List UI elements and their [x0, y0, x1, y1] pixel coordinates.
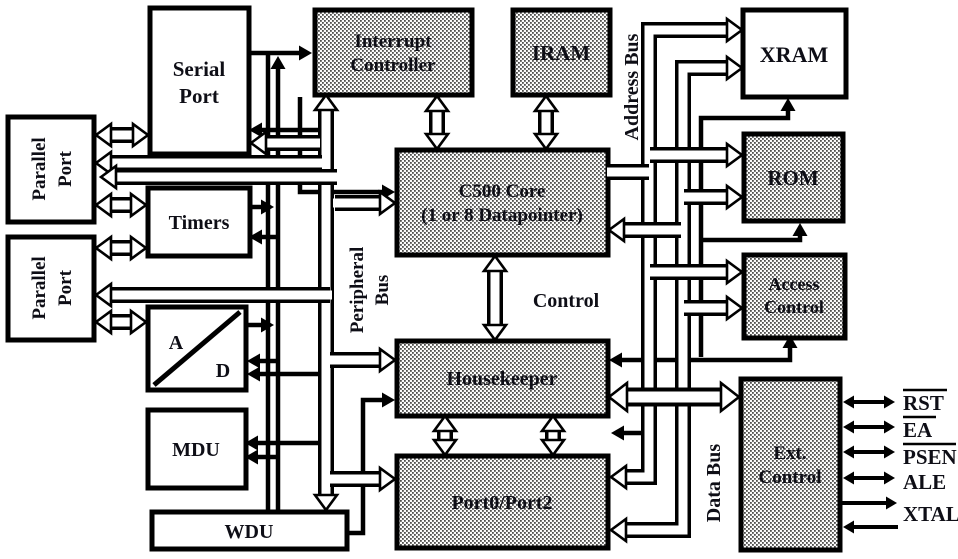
address-bus-label: Address Bus — [621, 33, 643, 140]
arrow-bus-branch-left — [611, 425, 646, 441]
iram-block — [510, 7, 613, 98]
access-control-label2: Control — [764, 297, 824, 317]
arrow-bus-to-serial — [249, 110, 327, 138]
data-bus-label: Data Bus — [703, 444, 725, 523]
arrow-bus-to-core-left — [333, 189, 398, 217]
arrow-ad-in-2 — [247, 366, 322, 382]
arrow-parallel1-timers — [93, 191, 149, 219]
arrow-ad-in-1 — [247, 353, 278, 369]
c500-core-block — [394, 147, 611, 258]
parallel-port-top-label2: Port — [55, 150, 76, 187]
wdu-block — [149, 509, 350, 552]
ale-arrow — [843, 471, 895, 485]
serial-port-label2: Port — [179, 84, 219, 108]
ad-a-label: A — [169, 332, 184, 354]
parallel-port-top-block — [5, 114, 97, 225]
pin-arrows — [842, 395, 898, 534]
arrow-timers-in — [249, 229, 278, 245]
port0-port2-label: Port0/Port2 — [451, 492, 552, 514]
arrow-mdu-in-1 — [245, 435, 322, 451]
housekeeper-label: Housekeeper — [446, 368, 557, 390]
arrow-chain-to-xram — [698, 98, 796, 357]
serial-port-label: Serial — [173, 57, 226, 81]
rst-pin-label: RST — [903, 391, 944, 415]
arrow-housekeeper-port0-right — [539, 413, 567, 458]
ale-pin-label: ALE — [903, 470, 946, 494]
parallel-port-bottom-label: Parallel — [29, 256, 50, 319]
ad-diagonal-line — [152, 310, 242, 387]
mdu-label: MDU — [172, 439, 220, 461]
arrow-bus-to-rom-2 — [682, 183, 745, 211]
interrupt-controller-label2: Controller — [350, 55, 436, 76]
arrow-mdu-in-2 — [245, 449, 278, 465]
interrupt-controller-block — [312, 7, 475, 98]
arrow-bus-to-access-1 — [648, 258, 745, 286]
interrupt-controller-label: Interrupt — [354, 31, 432, 52]
blocks: Serial Port Interrupt Controller IRAM XR… — [5, 5, 849, 553]
arrow-bus-to-access-2 — [682, 294, 745, 322]
arrow-housekeeper-ext-control — [606, 380, 742, 414]
arrow-bus-to-housekeeper-left — [328, 346, 398, 374]
arrow-wdu-to-housekeeper — [345, 392, 395, 536]
arrow-interrupt-core — [423, 93, 451, 152]
arrow-bus-to-parallel1 — [93, 149, 324, 177]
data-bus-line — [608, 54, 745, 544]
c500-core-label2: (1 or 8 Datapointer) — [421, 205, 583, 226]
arrow-parallel2-ad — [93, 308, 149, 336]
arrow-bus-to-parallel1-b — [98, 163, 339, 191]
access-control-block — [741, 252, 848, 341]
access-control-label: Access — [769, 274, 820, 294]
ea-pin-label: EA — [903, 418, 933, 442]
parallel-port-top-label: Parallel — [29, 137, 50, 200]
text-labels: Address Bus Peripheral Bus Data Bus Cont… — [347, 33, 958, 526]
control-label: Control — [533, 290, 600, 312]
timers-label: Timers — [169, 212, 230, 234]
timers-block — [145, 185, 253, 259]
wdu-label: WDU — [225, 521, 274, 543]
xtal-out-arrow — [842, 496, 897, 510]
peripheral-bus-label: Peripheral — [347, 247, 368, 334]
ea-arrow — [843, 420, 895, 434]
psen-pin-label: PSEN — [903, 445, 957, 469]
arrow-parallel1-serial — [93, 121, 151, 149]
housekeeper-block — [394, 338, 611, 419]
xram-label: XRAM — [760, 42, 829, 67]
c500-core-label: C500 Core — [459, 181, 546, 202]
iram-label: IRAM — [532, 41, 591, 65]
rom-block — [741, 131, 846, 224]
arrow-serial-to-interrupt — [249, 45, 312, 61]
rst-arrow — [843, 395, 895, 409]
arrow-parallel2-timers — [93, 234, 149, 262]
arrow-bus-to-serial-wide — [248, 129, 320, 157]
arrow-bus-to-parallel2 — [93, 281, 332, 309]
arrow-iram-core — [532, 93, 560, 152]
ext-control-block — [738, 376, 843, 553]
arrow-bus-to-port0-left — [328, 465, 398, 493]
parallel-port-bottom-block — [5, 234, 97, 343]
xtal-in-arrow — [843, 520, 898, 534]
port0-port2-block — [394, 453, 611, 551]
arrow-chain-to-rom — [701, 223, 808, 243]
peripheral-bus-label2: Bus — [372, 275, 393, 306]
rom-label: ROM — [767, 166, 819, 190]
ad-d-label: D — [216, 360, 230, 382]
xram-block — [740, 7, 849, 100]
serial-port-block — [147, 5, 252, 157]
ext-control-label: Ext. — [773, 443, 806, 464]
bus-arrows — [93, 93, 745, 493]
xtal-pin-label: XTAL — [903, 502, 958, 526]
arrow-core-housekeeper-control — [481, 253, 509, 343]
arrow-housekeeper-port0-left — [431, 413, 459, 458]
parallel-port-bottom-label2: Port — [55, 269, 76, 306]
mdu-block — [145, 407, 249, 491]
bus-lines — [312, 16, 745, 544]
arrow-bus-to-rom-1 — [648, 141, 745, 169]
arrow-bus-to-core-right — [606, 216, 683, 244]
psen-arrow — [843, 445, 895, 459]
ext-control-label2: Control — [759, 467, 822, 488]
address-bus-line — [608, 16, 745, 491]
thin-signal-lines — [245, 45, 808, 536]
